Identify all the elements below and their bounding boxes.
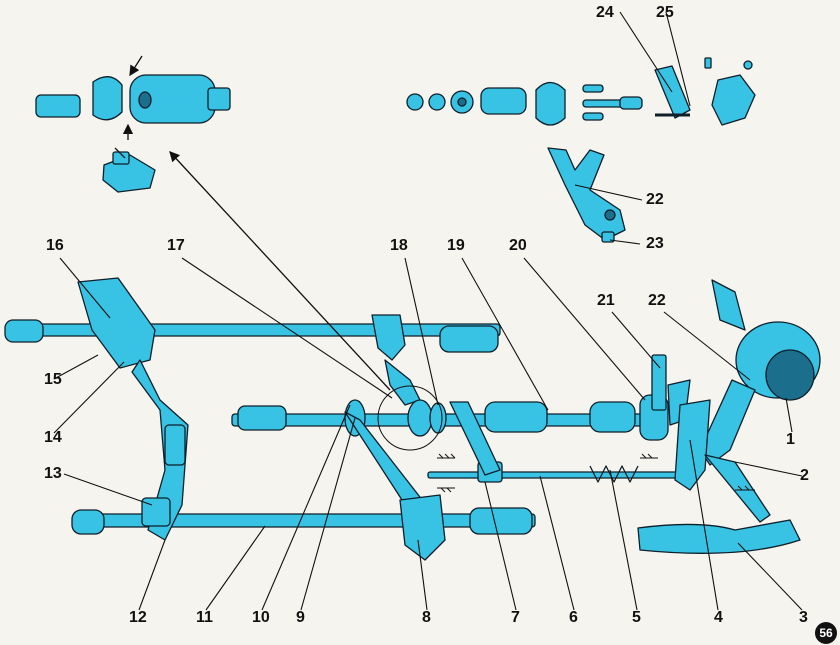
callout-1: 1 — [786, 431, 795, 448]
callout-2: 2 — [800, 467, 809, 484]
callout-7: 7 — [511, 609, 520, 626]
callout-10: 10 — [252, 609, 270, 626]
callout-21: 21 — [597, 292, 615, 309]
detail-circle — [377, 385, 443, 451]
callout-9: 9 — [296, 609, 305, 626]
callout-13: 13 — [44, 465, 62, 482]
callout-11: 11 — [196, 609, 213, 626]
page-number-badge: 56 — [815, 622, 837, 644]
upper-rod — [4, 319, 501, 353]
callout-22-lower: 22 — [648, 292, 666, 309]
leader-lines — [53, 11, 803, 611]
callout-19: 19 — [447, 237, 465, 254]
exploded-coupling-left — [35, 74, 231, 193]
support-hatches — [437, 453, 755, 493]
lever-22-23 — [547, 147, 626, 243]
callout-16: 16 — [46, 237, 64, 254]
callout-15: 15 — [44, 371, 62, 388]
callout-3: 3 — [799, 609, 808, 626]
callout-12: 12 — [129, 609, 147, 626]
assembly-arrows — [122, 55, 391, 391]
exploded-coupling-right — [406, 57, 756, 126]
callout-22-upper: 22 — [646, 191, 664, 208]
callout-18: 18 — [390, 237, 408, 254]
left-frame — [77, 277, 189, 541]
callout-8: 8 — [422, 609, 431, 626]
callout-14: 14 — [44, 429, 62, 446]
callout-24: 24 — [596, 4, 614, 21]
spring-rod — [427, 461, 679, 483]
callout-6: 6 — [569, 609, 578, 626]
callout-17: 17 — [167, 237, 185, 254]
callout-25: 25 — [656, 4, 674, 21]
callout-5: 5 — [632, 609, 641, 626]
callout-23: 23 — [646, 235, 664, 252]
callout-20: 20 — [509, 237, 527, 254]
callout-4: 4 — [714, 609, 723, 626]
center-frame — [344, 314, 501, 561]
right-assembly — [637, 279, 821, 554]
